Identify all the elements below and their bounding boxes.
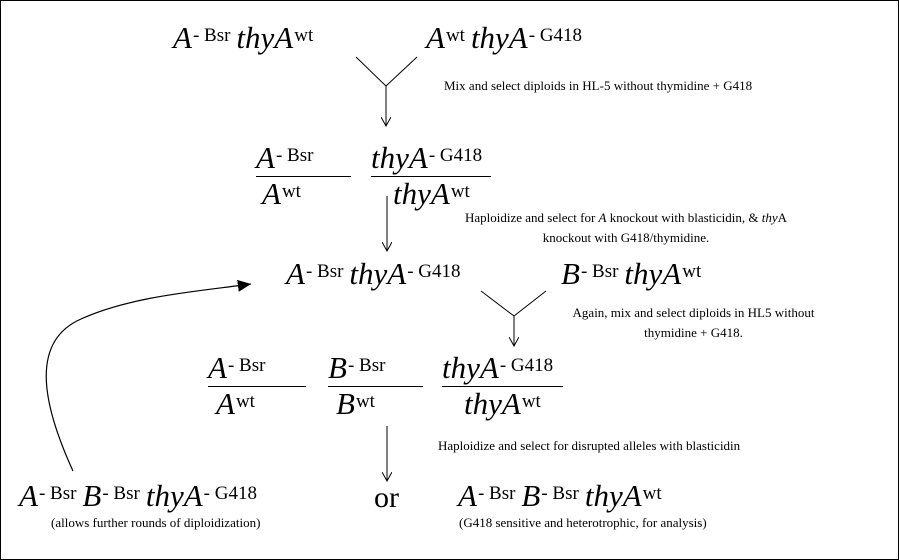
allele: - Bsr — [275, 145, 314, 166]
step-note-haploidize-2: Haploidize and select for disrupted alle… — [438, 438, 741, 453]
text: knockout with G418/thymidine. — [542, 230, 710, 245]
gene: A — [208, 350, 227, 385]
step-note-haploidize-1: Haploidize and select for A knockout wit… — [421, 208, 831, 248]
text: A — [598, 210, 607, 225]
allele: wt — [281, 181, 301, 202]
allele: - G418 — [499, 355, 554, 376]
diploid2-thya-locus: thyA- G418 thyAwt — [442, 351, 563, 421]
allele: wt — [682, 261, 702, 282]
allele: - G418 — [428, 145, 483, 166]
gene: thyA — [464, 386, 521, 421]
gene: thyA — [236, 20, 294, 55]
loop-back-arrow — [45, 279, 252, 472]
gene: A — [216, 386, 235, 421]
diploid-a-locus: A- Bsr Awt — [256, 141, 351, 211]
fraction-bar — [256, 176, 351, 177]
gene: thyA — [371, 140, 428, 175]
allele: - Bsr — [347, 355, 386, 376]
gene: B — [336, 386, 355, 421]
fraction-bar — [328, 386, 423, 387]
or-label: or — [374, 481, 399, 514]
fraction-bar — [208, 386, 306, 387]
gene: A — [458, 478, 477, 513]
gene: A — [286, 256, 305, 291]
gene: A — [256, 140, 275, 175]
allele: wt — [642, 483, 662, 504]
text: Again, mix and select diploids in HL5 wi… — [572, 305, 815, 320]
allele: - G418 — [528, 25, 583, 46]
step-note-mix-2: Again, mix and select diploids in HL5 wi… — [541, 303, 846, 343]
gene: thyA — [624, 256, 682, 291]
diploid-thya-locus: thyA- G418 thyAwt — [371, 141, 491, 211]
allele: - Bsr — [541, 483, 579, 504]
merge-arrow-2 — [480, 290, 547, 346]
gene: A — [19, 478, 38, 513]
allele: wt — [235, 391, 255, 412]
gene: B — [521, 478, 541, 513]
allele: - Bsr — [227, 355, 266, 376]
gene: thyA — [145, 478, 203, 513]
allele: wt — [445, 25, 465, 46]
allele: - G418 — [203, 483, 257, 504]
gene: thyA — [349, 256, 407, 291]
gene: B — [328, 350, 347, 385]
gene: A — [262, 176, 281, 211]
diploid2-b-locus: B- Bsr Bwt — [328, 351, 423, 421]
text: A — [777, 210, 788, 225]
fraction-bar — [371, 176, 491, 177]
gene: B — [561, 256, 580, 291]
allele: - Bsr — [580, 261, 619, 282]
gene: thyA — [584, 478, 642, 513]
gene: A — [173, 20, 192, 55]
allele: - Bsr — [38, 483, 77, 504]
text: thy — [761, 210, 778, 225]
fraction-bar — [442, 386, 563, 387]
text: knockout with blasticidin, & — [606, 210, 762, 225]
step-note-mix-1: Mix and select diploids in HL-5 without … — [444, 78, 753, 93]
text: thymidine + G418. — [644, 325, 743, 340]
allele: wt — [355, 391, 375, 412]
gene: thyA — [442, 350, 499, 385]
caption-analysis: (G418 sensitive and heterotrophic, for a… — [459, 515, 707, 530]
allele: - Bsr — [102, 483, 140, 504]
allele: wt — [521, 391, 541, 412]
gene: thyA — [393, 176, 450, 211]
allele: - Bsr — [477, 483, 516, 504]
allele: wt — [450, 181, 470, 202]
allele: - G418 — [407, 261, 461, 282]
gene: thyA — [470, 20, 528, 55]
merge-arrow-1 — [355, 56, 418, 126]
gene: B — [82, 478, 102, 513]
allele: - Bsr — [305, 261, 344, 282]
caption-further-rounds: (allows further rounds of diploidization… — [51, 515, 261, 530]
text: Haploidize and select for — [464, 210, 599, 225]
diploid2-a-locus: A- Bsr Awt — [208, 351, 306, 421]
allele: wt — [294, 25, 314, 46]
allele: - Bsr — [192, 25, 231, 46]
gene: A — [426, 20, 445, 55]
